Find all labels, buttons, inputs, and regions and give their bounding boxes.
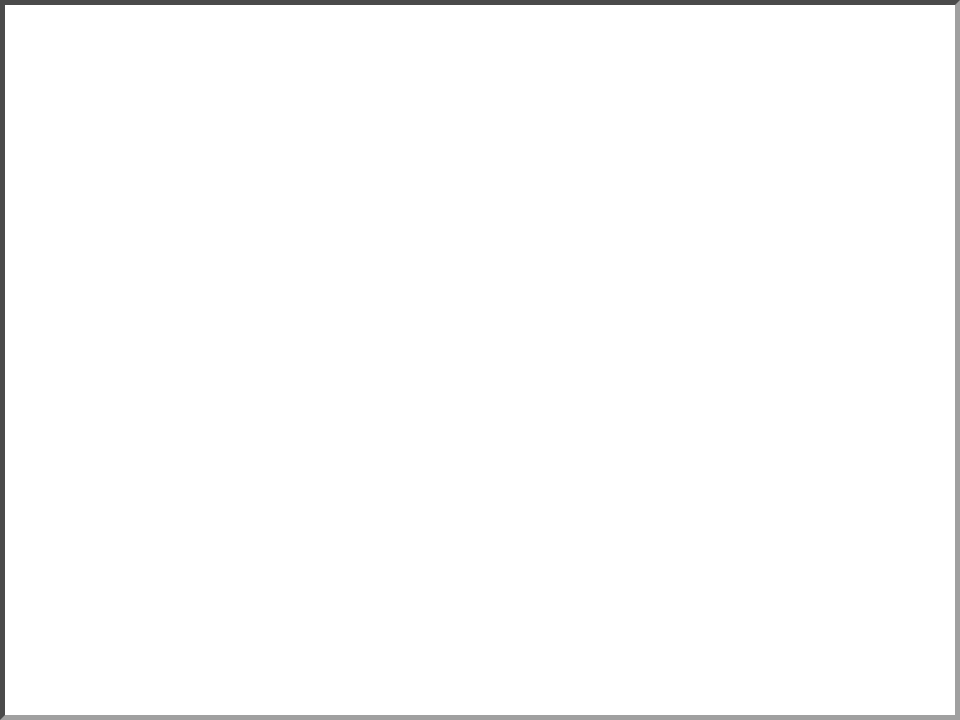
arrowhead-observations-to-bnc [524, 323, 535, 335]
arrow-corrections-to-bnc [386, 427, 526, 430]
arrow-observations-to-bnc [386, 328, 526, 331]
arrow-reference-stations-2 [150, 326, 218, 329]
label-proxy: Proxy [497, 352, 513, 387]
socket-server-caster-out-corrections: ))) [362, 417, 378, 439]
label-tcpip-communication: TCP/IP /UDP Communication [693, 423, 801, 463]
arrow-broadcast-corrections-in [150, 427, 218, 430]
arrowhead-reference-stations-2 [216, 321, 227, 333]
arrowhead-nmea-outputs [576, 522, 586, 532]
arrowhead-serial-right [806, 353, 817, 365]
page-title: BKG Ntrip Client (BNC) - Flow Chart [260, 68, 700, 98]
bnc-label: BNC [581, 364, 629, 390]
legend-heading: Socket communication: [72, 565, 215, 581]
node-bnc[interactable]: Decoder BNC PPP [546, 295, 664, 458]
arrowhead-tcpip-left [681, 391, 692, 403]
arrowhead-serial-left [666, 353, 677, 365]
arrowhead-broadcast-corrections-in [216, 422, 227, 434]
socket-server-gnss-tcpip: ))) [790, 386, 803, 408]
socket-glyph: ))) [790, 386, 803, 408]
arrow-bnc-to-rinex-outputs [645, 460, 647, 525]
arrow-reference-stations-1 [150, 302, 218, 305]
legend-server-text: Server, listening on port [102, 591, 246, 608]
gnss-engine-line1: GNSS [850, 353, 900, 375]
socket-glyph: ) [666, 384, 675, 408]
socket-client-bnc-observations: ) [536, 316, 545, 340]
legend-server-socket-icon: ))) [80, 588, 97, 611]
arrow-reference-stations-3 [150, 350, 218, 353]
legend: Socket communication: ))) Server, listen… [72, 565, 332, 633]
label-nmea-outputs: NMEA Coordinates file Broadcast Correcti… [416, 542, 590, 582]
arrowhead-corrections-to-bnc [524, 422, 535, 434]
label-rinex-header-skeleton: RINEX Header Skeleton file [555, 172, 659, 212]
arrowhead-reference-stations-1 [216, 297, 227, 309]
arrow-serial-communication [676, 358, 808, 360]
socket-server-caster-out-observations: ))) [362, 317, 378, 339]
arrow-rinex-header-to-bnc [605, 228, 607, 286]
legend-client-text: Client, talking to server‘s host and por… [102, 613, 333, 630]
label-serial-communication: Serial Communication [693, 289, 801, 329]
socket-server-caster-in-observations: ))) [228, 316, 241, 338]
ntrip-caster-line2: Caster [274, 375, 328, 399]
label-reference-stations: Reference Stations [44, 304, 112, 344]
socket-server-caster-in-corrections: ))) [228, 417, 241, 439]
label-broadcast-corrections-mid: Broadcast Corrections [412, 468, 489, 508]
socket-client-bnc-tcpip: ) [666, 384, 675, 408]
label-observations-ephemeris: Observations and Broadcast Ephemeris [379, 262, 520, 302]
socket-glyph: ))) [228, 316, 241, 338]
node-decoder[interactable]: Decoder [566, 332, 644, 359]
ntrip-caster-line1: Ntrip [278, 350, 324, 375]
node-gnss-engine[interactable]: GNSS Engine [820, 292, 930, 460]
label-broadcast-corrections-input: Broadcast Corrections [38, 400, 116, 440]
socket-glyph: ))) [228, 417, 241, 439]
legend-item-server: ))) Server, listening on port [72, 589, 332, 611]
node-ppp[interactable]: PPP [574, 396, 636, 421]
node-ntrip-caster[interactable]: Ntrip Caster [245, 290, 357, 460]
arrowhead-rinex-header-to-bnc [601, 284, 611, 294]
proxy-block-upper [509, 315, 516, 345]
gnss-engine-line2: Engine [848, 376, 902, 397]
proxy-block-lower [509, 414, 516, 444]
socket-client-broadcast-corrections: ) [130, 412, 139, 436]
socket-client-bnc-corrections: ) [536, 415, 545, 439]
legend-item-client: ) Client, talking to server‘s host and p… [72, 611, 332, 633]
legend-client-socket-icon: ) [82, 609, 92, 634]
arrow-tcpip-communication [690, 396, 792, 398]
arrowhead-reference-stations-3 [216, 345, 227, 357]
arrow-bnc-to-nmea-outputs [580, 460, 582, 525]
label-rinex-outputs: RINEX Observations file RINEX Navigation… [645, 542, 813, 582]
arrowhead-rinex-outputs [641, 522, 651, 532]
socket-client-reference-stations: ) [130, 314, 139, 338]
